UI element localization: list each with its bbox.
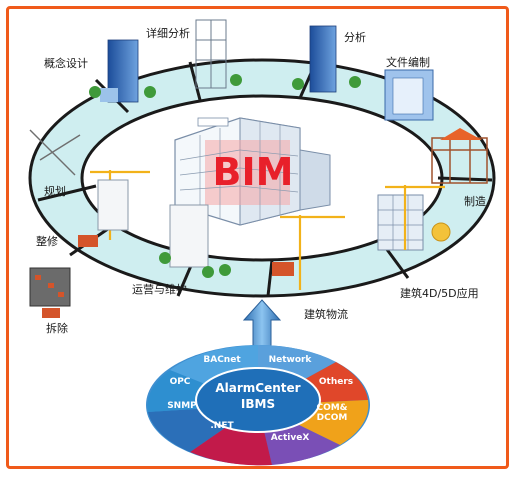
ibms-wheel: BACnet Network Others COM& DCOM ActiveX … [146, 345, 370, 466]
ibms-seg-com: COM& [316, 403, 347, 413]
ibms-title-line2: IBMS [241, 397, 275, 411]
ibms-seg-dcom: DCOM [317, 413, 348, 423]
center-bim-label: BIM [213, 150, 294, 194]
label-demolition: 拆除 [46, 321, 68, 335]
ring-decorations [29, 19, 488, 318]
ibms-title-line1: AlarmCenter [215, 381, 300, 395]
ibms-seg-network: Network [269, 355, 313, 365]
label-construction-logistics: 建筑物流 [304, 307, 348, 321]
label-detailed-analysis: 详细分析 [146, 26, 190, 40]
label-analysis: 分析 [344, 30, 366, 44]
label-renovation: 整修 [36, 234, 58, 248]
label-documentation: 文件编制 [386, 55, 430, 69]
ibms-seg-snmp: SNMP [167, 401, 197, 411]
ibms-seg-dotnet: .NET [210, 421, 234, 431]
label-planning: 规划 [44, 184, 66, 198]
ibms-seg-bacnet: BACnet [203, 355, 241, 365]
integration-arrow [242, 299, 282, 356]
label-bim-4d5d: 建筑4D/5D应用 [400, 286, 479, 300]
label-operations-maintenance: 运营与维护 [132, 282, 187, 296]
label-fabrication: 制造 [464, 194, 486, 208]
ibms-seg-activex: ActiveX [271, 433, 310, 443]
stage-labels: 概念设计 详细分析 分析 文件编制 规划 制造 整修 建筑4D/5D应用 运营与… [36, 26, 486, 335]
ibms-seg-opc: OPC [170, 377, 191, 387]
ibms-seg-others: Others [319, 377, 353, 387]
label-concept-design: 概念设计 [44, 56, 88, 70]
